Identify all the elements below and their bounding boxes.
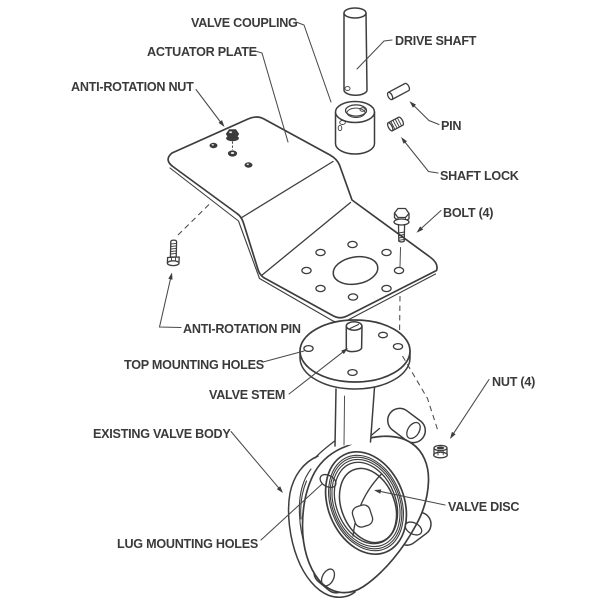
label-bolt: BOLT (4) bbox=[443, 206, 493, 220]
label-valve-coupling: VALVE COUPLING bbox=[191, 16, 298, 30]
nut-alignment-axis bbox=[402, 355, 439, 433]
leader-top-mounting-holes bbox=[262, 350, 305, 363]
leader-valve-coupling bbox=[295, 21, 332, 103]
lug-hole bbox=[320, 568, 336, 587]
leader-pin bbox=[413, 105, 440, 126]
leader-anti-rotation-nut bbox=[195, 88, 222, 123]
label-actuator-plate: ACTUATOR PLATE bbox=[147, 45, 257, 59]
label-valve-disc: VALVE DISC bbox=[448, 500, 519, 514]
label-anti-rotation-pin: ANTI-ROTATION PIN bbox=[183, 322, 301, 336]
leader-valve-disc bbox=[380, 490, 446, 506]
pin-part bbox=[386, 82, 411, 101]
valve-disc-part bbox=[338, 467, 398, 544]
plate-hole bbox=[244, 162, 253, 168]
leader-nut bbox=[453, 378, 490, 434]
nut-part bbox=[433, 444, 448, 459]
leader-lines bbox=[158, 21, 490, 541]
leader-lug-mounting-holes bbox=[260, 483, 323, 541]
lug-hole bbox=[406, 421, 421, 440]
shaft-lock-part bbox=[386, 116, 405, 132]
leader-existing-valve-body bbox=[230, 430, 280, 489]
actuator-plate-part bbox=[167, 116, 438, 323]
label-pin: PIN bbox=[441, 119, 461, 133]
bolt-alignment-axis bbox=[398, 295, 401, 340]
leader-anti-rotation-pin bbox=[158, 278, 182, 329]
leader-bolt bbox=[421, 209, 442, 229]
top-mounting-hole bbox=[303, 344, 314, 353]
plate-bolt-circle bbox=[301, 240, 405, 301]
top-mounting-hole bbox=[377, 331, 389, 339]
label-lug-mounting-holes: LUG MOUNTING HOLES bbox=[117, 537, 258, 551]
valve-stem-part bbox=[345, 321, 363, 353]
bolt-part bbox=[393, 207, 410, 267]
label-existing-valve-body: EXISTING VALVE BODY bbox=[93, 427, 231, 441]
label-shaft-lock: SHAFT LOCK bbox=[440, 169, 519, 183]
top-mounting-hole bbox=[392, 342, 404, 351]
leader-shaft-lock bbox=[404, 141, 439, 174]
valve-coupling-part bbox=[334, 100, 376, 155]
label-top-mounting-holes: TOP MOUNTING HOLES bbox=[124, 358, 264, 372]
drive-shaft-part bbox=[343, 7, 368, 96]
label-drive-shaft: DRIVE SHAFT bbox=[395, 34, 477, 48]
labels: VALVE COUPLING ACTUATOR PLATE ANTI-ROTAT… bbox=[71, 16, 535, 551]
valve-body-part bbox=[287, 407, 432, 599]
top-mounting-flange-part bbox=[299, 319, 411, 390]
label-valve-stem: VALVE STEM bbox=[209, 388, 285, 402]
anti-rotation-nut-part bbox=[225, 129, 240, 157]
label-anti-rotation-nut: ANTI-ROTATION NUT bbox=[71, 80, 194, 94]
leader-drive-shaft bbox=[356, 39, 393, 70]
top-mounting-hole bbox=[347, 368, 358, 377]
leader-valve-stem bbox=[288, 351, 344, 395]
valve-neck-part bbox=[334, 386, 376, 447]
anti-rotation-pin-part bbox=[166, 204, 210, 267]
label-nut: NUT (4) bbox=[492, 375, 535, 389]
leader-actuator-plate bbox=[254, 50, 289, 143]
valve-seat-rings bbox=[324, 450, 408, 556]
plate-hole bbox=[209, 142, 218, 149]
